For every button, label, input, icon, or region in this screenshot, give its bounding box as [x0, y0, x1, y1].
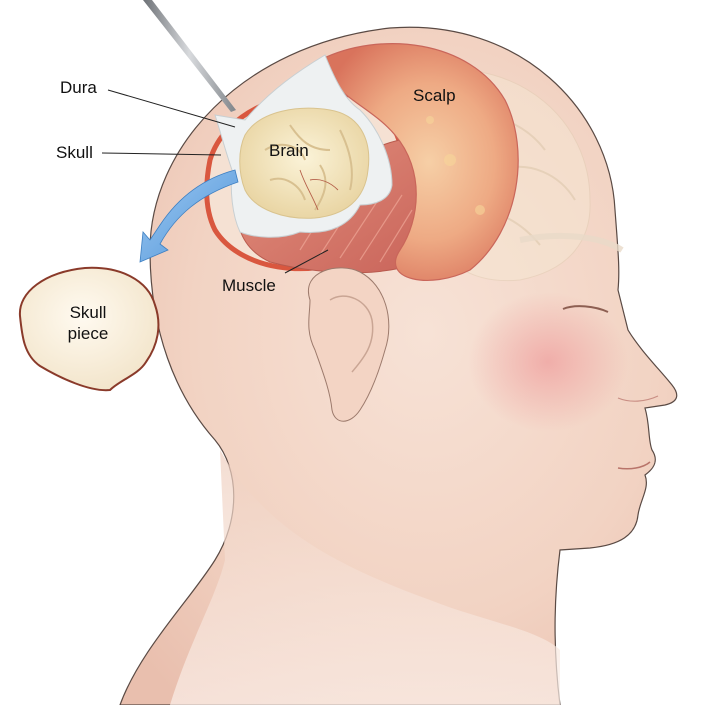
closed-eye-icon — [562, 305, 609, 313]
removal-arrow-icon — [139, 169, 239, 263]
hairline — [519, 232, 624, 253]
label-skull-piece-line2: piece — [67, 324, 109, 343]
label-scalp: Scalp — [413, 86, 456, 105]
label-skull-piece-line1: Skull — [69, 303, 107, 322]
skull-piece — [18, 266, 160, 392]
muscle-leader-line — [284, 249, 329, 274]
cheek-blush — [468, 292, 628, 432]
ear — [307, 267, 390, 422]
mouth — [617, 461, 651, 470]
scalp-flap — [319, 43, 519, 281]
label-dura: Dura — [60, 78, 97, 97]
label-skull: Skull — [56, 143, 93, 162]
label-muscle: Muscle — [222, 276, 276, 295]
leader-lines — [101, 89, 329, 274]
face-features — [562, 305, 659, 470]
exposed-brain — [239, 107, 370, 219]
skull-leader-line — [101, 152, 222, 156]
dura-leader-line — [107, 89, 236, 128]
surgical-instrument — [143, 0, 236, 112]
label-skull-piece: Skull piece — [58, 302, 118, 344]
label-brain: Brain — [269, 141, 309, 160]
